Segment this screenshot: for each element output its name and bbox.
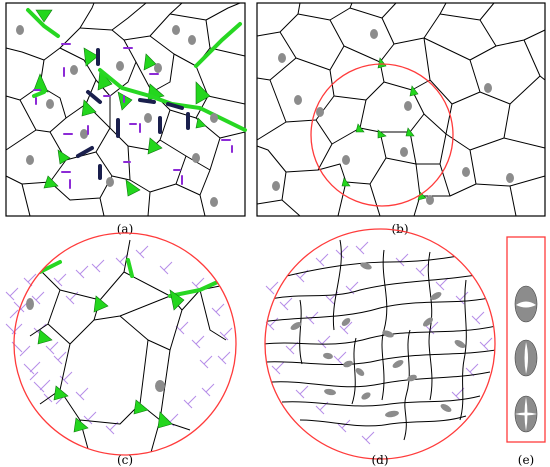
panel-d-hatch: [265, 241, 493, 445]
panel-c-hatch: [5, 245, 233, 435]
panel-b-green-junctions: [341, 57, 427, 201]
panel-e-label: (e): [518, 453, 534, 467]
panel-a-purple-dashes: [33, 43, 233, 189]
panel-c-nuclei: [26, 298, 165, 392]
panel-c-label: (c): [117, 453, 133, 467]
panel-c: (c): [5, 232, 237, 467]
panel-d-label: (d): [371, 453, 388, 467]
nucleus-split-vertical: [514, 339, 538, 377]
panel-b: (b): [256, 2, 546, 236]
panel-c-green: [37, 258, 224, 433]
panel-c-zoom-circle: [13, 232, 237, 456]
panel-b-label: (b): [391, 222, 408, 236]
panel-d-nuclei: [290, 262, 466, 418]
nucleus-split-horizontal: [514, 285, 538, 323]
panel-a-nuclei: [16, 25, 218, 207]
panel-e: (e): [506, 236, 546, 467]
panel-a-label: (a): [117, 222, 134, 236]
panel-a-green-junctions: [26, 8, 247, 197]
panel-d-cells: [265, 239, 495, 441]
panel-b-zoom-circle: [310, 63, 454, 207]
panel-a: (a): [5, 2, 247, 236]
nucleus-split-cross: [514, 395, 538, 433]
panel-e-frame: [506, 236, 546, 443]
panel-a-frame: [5, 2, 246, 217]
panel-a-navy-dashes: [76, 48, 190, 180]
panel-d: (d): [264, 228, 496, 467]
panel-b-frame: [256, 2, 546, 217]
panel-a-cell-edges: [5, 2, 246, 217]
panel-d-zoom-circle: [264, 228, 496, 460]
panel-b-nuclei: [272, 29, 514, 205]
panel-b-cell-edges: [256, 2, 546, 217]
